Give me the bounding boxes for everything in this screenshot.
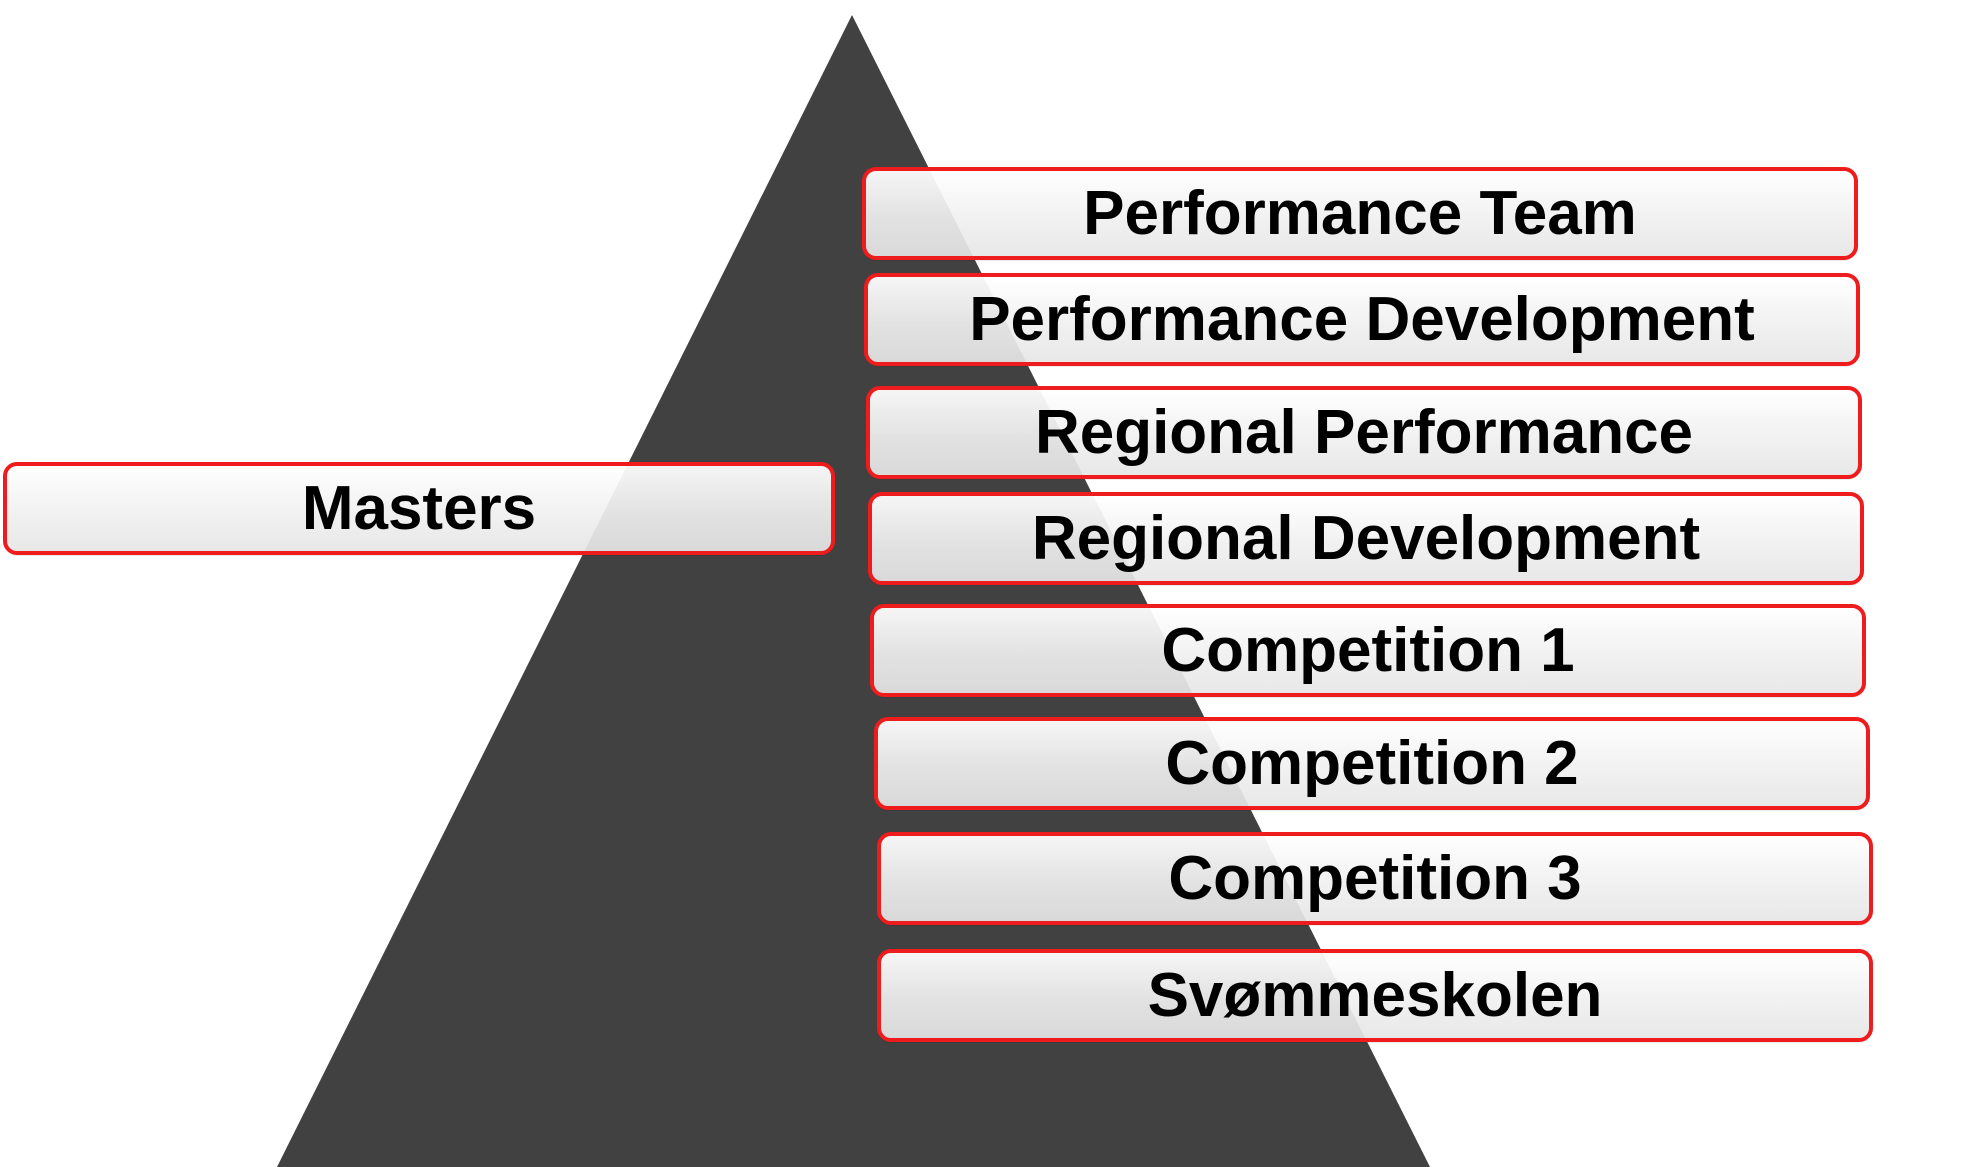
masters-label: Masters <box>301 474 537 543</box>
level-box-performance-development: Performance Development <box>864 273 1860 366</box>
level-label: Competition 3 <box>1168 844 1582 913</box>
level-label: Svømmeskolen <box>1147 961 1603 1030</box>
masters-box: Masters <box>3 462 835 555</box>
level-box-regional-development: Regional Development <box>868 492 1864 585</box>
level-box-svommeskolen: Svømmeskolen <box>877 949 1873 1042</box>
level-box-regional-performance: Regional Performance <box>866 386 1862 479</box>
level-box-competition-2: Competition 2 <box>874 717 1870 810</box>
level-label: Competition 2 <box>1165 729 1579 798</box>
level-box-competition-1: Competition 1 <box>870 604 1866 697</box>
level-box-performance-team: Performance Team <box>862 167 1858 260</box>
level-label: Regional Development <box>1031 504 1701 573</box>
level-label: Regional Performance <box>1034 398 1694 467</box>
level-label: Performance Team <box>1083 179 1637 248</box>
level-label: Competition 1 <box>1161 616 1575 685</box>
level-label: Performance Development <box>969 285 1755 354</box>
level-box-competition-3: Competition 3 <box>877 832 1873 925</box>
